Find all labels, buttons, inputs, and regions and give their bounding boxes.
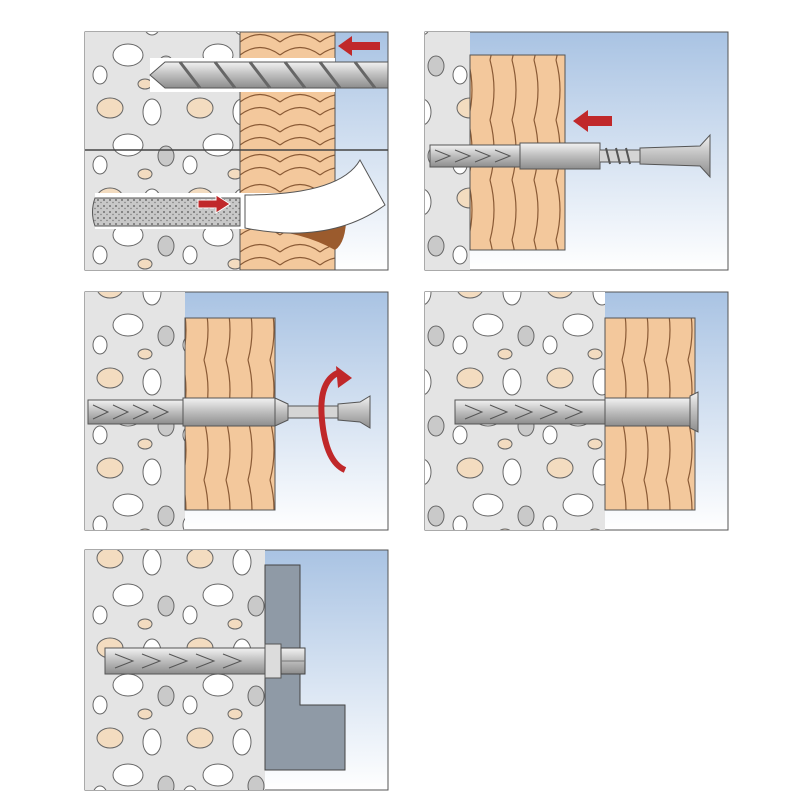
panel-5-bracket-fixing (84, 549, 389, 791)
drill-bit-icon (149, 61, 389, 89)
frame-anchor-icon (429, 133, 711, 179)
blow-out-pump-icon (92, 158, 386, 250)
frame-anchor-icon (87, 395, 371, 429)
panel-1-drill-and-clean (84, 31, 389, 271)
steel-bracket-icon (264, 564, 346, 771)
arrow-left-icon (338, 36, 380, 56)
rotate-arrow-icon (318, 366, 352, 473)
panel-2-insert-anchor (424, 31, 729, 271)
panel-3-hammer-and-turn (84, 291, 389, 531)
arrow-left-icon (573, 110, 612, 132)
frame-anchor-icon (454, 391, 699, 433)
arrow-right-icon (197, 194, 231, 214)
hex-screw-anchor-icon (104, 643, 306, 679)
panel-4-set-anchor (424, 291, 729, 531)
